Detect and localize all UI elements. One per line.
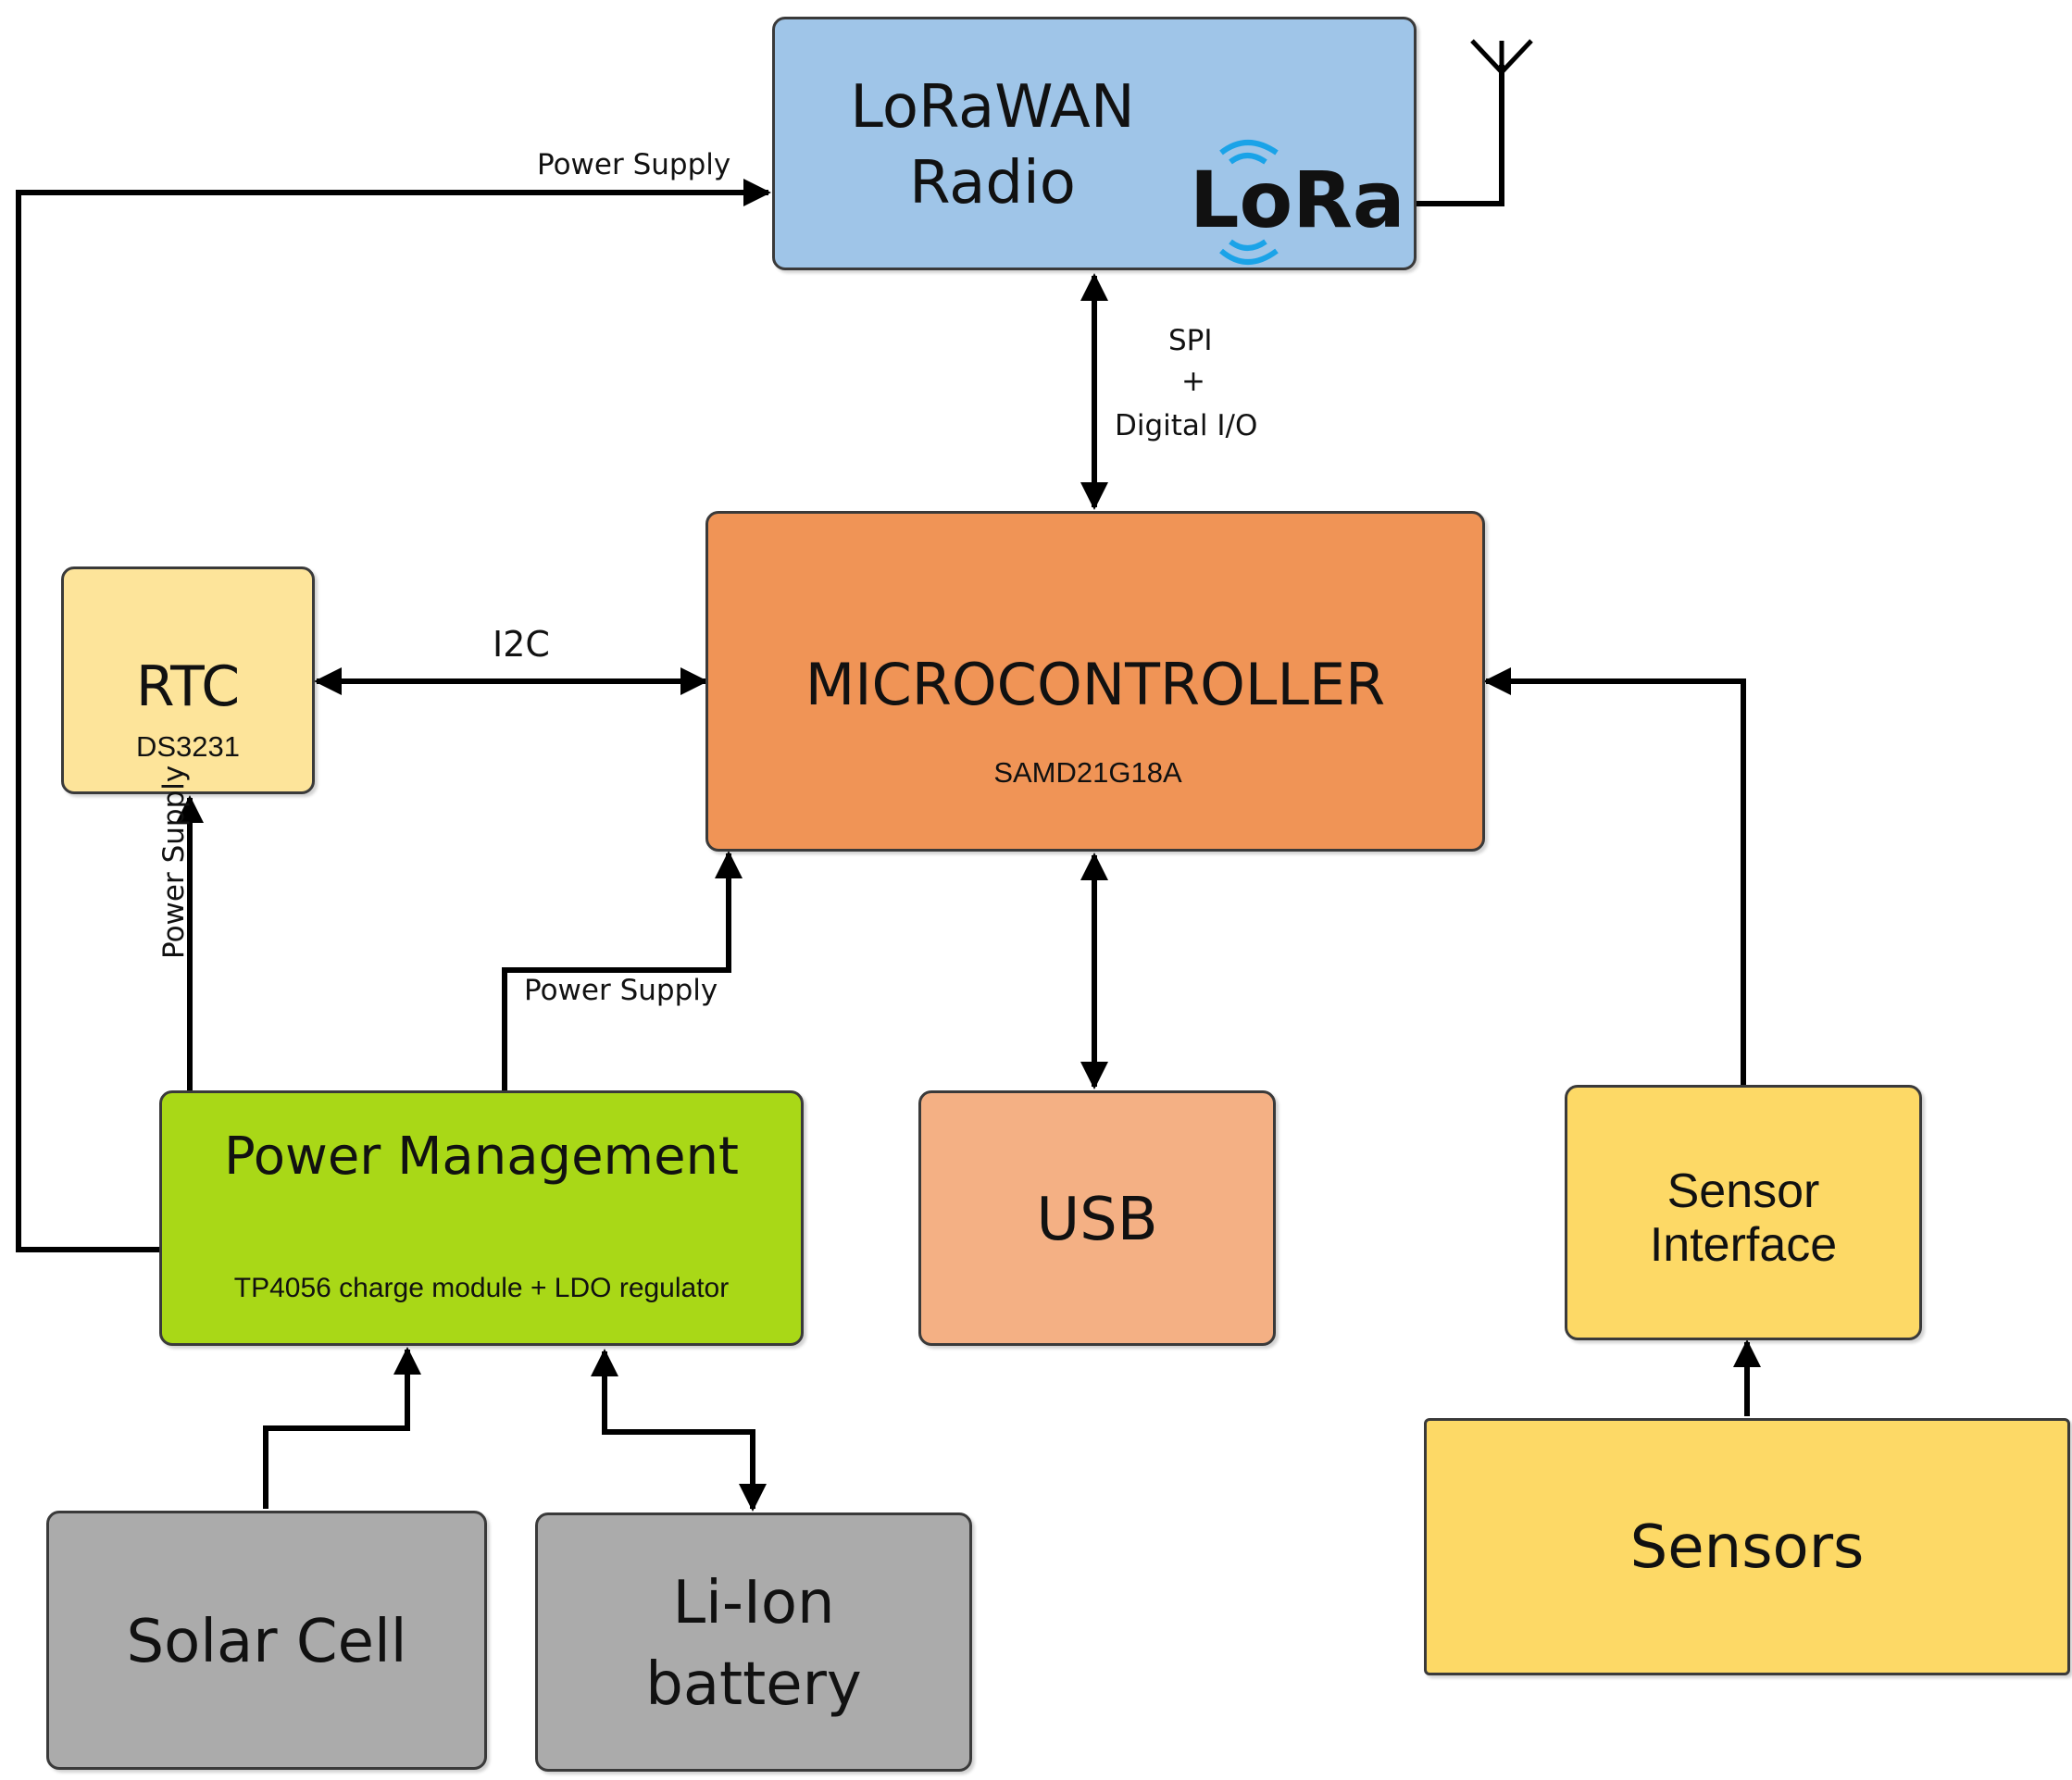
sensor-interface-line2: Interface [1649, 1218, 1838, 1272]
lorawan-radio-block: LoRaWAN Radio LoRa [772, 17, 1417, 270]
usb-block: USB [918, 1090, 1276, 1346]
sensor-interface-line1: Sensor [1666, 1164, 1820, 1218]
microcontroller-title: MICROCONTROLLER [805, 651, 1386, 718]
rtc-subtitle: DS3231 [135, 730, 241, 763]
solar-cell-block: Solar Cell [46, 1511, 487, 1770]
battery-block: Li-Ion battery [535, 1512, 972, 1772]
antenna-wire [1417, 65, 1504, 206]
wire-sensor-to-mcu [1483, 667, 1746, 1085]
power-management-subtitle: TP4056 charge module + LDO regulator [233, 1273, 730, 1303]
label-plus: + [1181, 365, 1205, 398]
power-management-title: Power Management [223, 1127, 739, 1187]
sensor-interface-block: Sensor Interface [1565, 1085, 1922, 1340]
wire-solar-to-power [263, 1347, 421, 1509]
sensors-title: Sensors [1629, 1513, 1865, 1582]
antenna-icon [1470, 39, 1533, 74]
label-digital-io: Digital I/O [1115, 409, 1258, 442]
microcontroller-subtitle: SAMD21G18A [993, 756, 1182, 789]
lorawan-title: LoRaWAN [850, 73, 1135, 142]
label-power-supply-rtc: Power Supply [157, 765, 191, 959]
rtc-title: RTC [135, 654, 241, 719]
battery-title-line2: battery [645, 1650, 862, 1719]
solar-cell-title: Solar Cell [126, 1608, 407, 1676]
power-management-block: Power Management TP4056 charge module + … [159, 1090, 804, 1346]
battery-title-line1: Li-Ion [672, 1569, 835, 1637]
usb-title: USB [1036, 1186, 1158, 1254]
label-spi: SPI [1168, 324, 1213, 357]
rtc-block: RTC DS3231 [61, 566, 315, 794]
sensors-block: Sensors [1424, 1418, 2070, 1675]
label-i2c: I2C [493, 624, 550, 665]
wire-power-to-mcu [502, 851, 743, 1090]
microcontroller-block: MICROCONTROLLER SAMD21G18A [705, 511, 1485, 852]
wire-battery [591, 1349, 767, 1512]
lora-logo-text: LoRa [1190, 155, 1399, 245]
radio-title: Radio [909, 149, 1076, 218]
wire-power-to-lorawan [16, 179, 771, 1252]
label-power-supply-mcu: Power Supply [524, 974, 718, 1007]
label-power-supply-top: Power Supply [537, 148, 731, 181]
lora-logo-icon: LoRa [1190, 140, 1399, 265]
